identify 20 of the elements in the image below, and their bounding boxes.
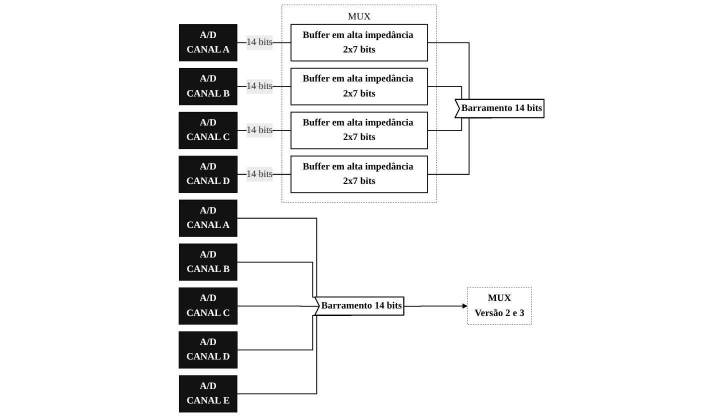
edge-label: 14 bits (246, 81, 273, 92)
node-box: A/D CANAL C (178, 287, 238, 325)
node-box: Buffer em alta impedância 2x7 bits (290, 68, 428, 106)
node-box: A/D CANAL A (178, 24, 238, 62)
node-box: A/D CANAL A (178, 200, 238, 237)
node-box: MUX Versão 2 e 3 (467, 287, 532, 325)
node-box: A/D CANAL D (178, 156, 238, 193)
node-box: Buffer em alta impedância 2x7 bits (290, 24, 428, 62)
edge-label: 14 bits (246, 124, 273, 136)
node-box: Buffer em alta impedância 2x7 bits (290, 156, 428, 194)
edge-label: 14 bits (246, 168, 273, 180)
node-box: A/D CANAL C (178, 112, 238, 150)
edge-label: 14 bits (246, 37, 273, 48)
arrow (404, 303, 468, 309)
node-box: A/D CANAL B (178, 244, 238, 281)
node-box: Buffer em alta impedância 2x7 bits (290, 112, 428, 150)
connector (236, 306, 320, 307)
node-box: A/D CANAL B (178, 68, 238, 106)
node-box: A/D CANAL E (178, 375, 238, 412)
node-box: A/D CANAL D (178, 331, 238, 369)
